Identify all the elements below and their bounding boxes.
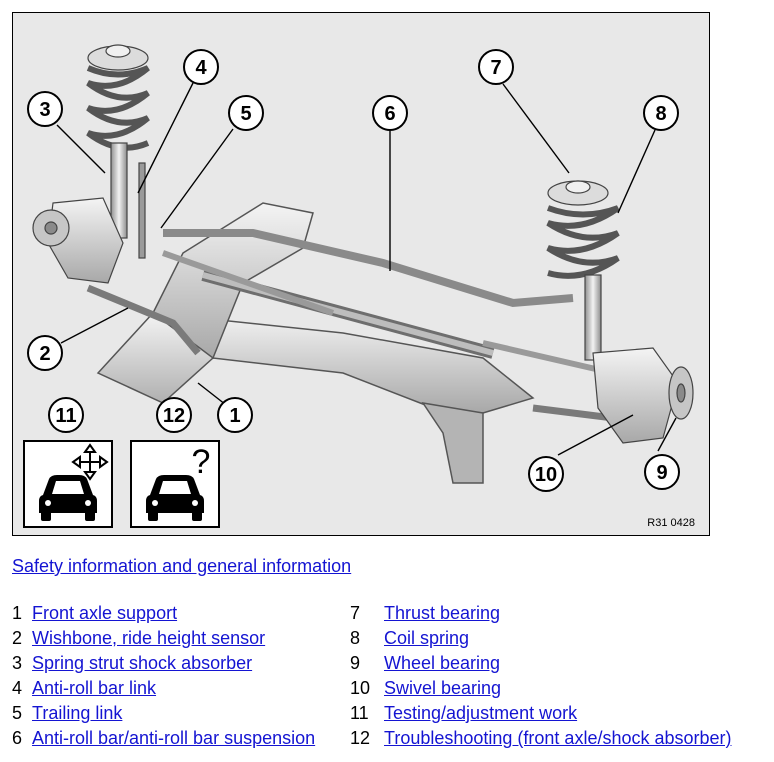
callout-9: 9: [644, 454, 680, 490]
svg-text:?: ?: [192, 443, 211, 481]
callout-3: 3: [27, 91, 63, 127]
car-question-icon: ?: [130, 440, 220, 528]
callout-7: 7: [478, 49, 514, 85]
safety-information-link[interactable]: Safety information and general informati…: [12, 556, 352, 576]
svg-text:11: 11: [55, 405, 76, 427]
troubleshooting-link[interactable]: Troubleshooting (front axle/shock absorb…: [384, 728, 732, 748]
spring-strut-link[interactable]: Spring strut shock absorber: [32, 653, 253, 673]
svg-text:5: 5: [240, 103, 251, 125]
coil-spring-link[interactable]: Coil spring: [384, 628, 470, 648]
callout-12: 12: [156, 397, 192, 433]
svg-text:3: 3: [39, 99, 50, 121]
callout-8: 8: [643, 95, 679, 131]
car-adjust-icon: [23, 440, 113, 528]
svg-text:1: 1: [229, 405, 240, 427]
callout-5: 5: [228, 95, 264, 131]
svg-text:9: 9: [656, 462, 667, 484]
trailing-link-link[interactable]: Trailing link: [32, 703, 123, 723]
callout-4: 4: [183, 49, 219, 85]
svg-text:2: 2: [39, 343, 50, 365]
svg-text:7: 7: [490, 57, 501, 79]
callout-2: 2: [27, 335, 63, 371]
callout-11: 11: [48, 397, 84, 433]
svg-text:12: 12: [163, 405, 185, 427]
front-axle-diagram: 1 2 3 4 5 6 7 8 9 10 11 12: [12, 12, 710, 536]
right-strut-drawing: [546, 180, 694, 444]
callout-1: 1: [217, 397, 253, 433]
anti-roll-bar-link-link[interactable]: Anti-roll bar link: [32, 678, 157, 698]
front-axle-support-link[interactable]: Front axle support: [32, 603, 178, 623]
svg-text:4: 4: [195, 57, 207, 79]
callout-leaders: [56, 82, 677, 456]
wheel-bearing-link[interactable]: Wheel bearing: [384, 653, 501, 673]
figure-reference: R31 0428: [647, 517, 695, 529]
anti-roll-bar-link[interactable]: Anti-roll bar/anti-roll bar suspension: [32, 728, 316, 748]
swivel-bearing-link[interactable]: Swivel bearing: [384, 678, 502, 698]
svg-text:10: 10: [535, 464, 557, 486]
wishbone-link[interactable]: Wishbone, ride height sensor: [32, 628, 266, 648]
svg-text:6: 6: [384, 103, 395, 125]
callout-6: 6: [372, 95, 408, 131]
left-strut-drawing: [32, 44, 150, 284]
callout-10: 10: [528, 456, 564, 492]
thrust-bearing-link[interactable]: Thrust bearing: [384, 603, 501, 623]
svg-text:8: 8: [655, 103, 666, 125]
testing-adjustment-link[interactable]: Testing/adjustment work: [384, 703, 578, 723]
callouts: 1 2 3 4 5 6 7 8 9 10 11 12: [27, 49, 680, 492]
